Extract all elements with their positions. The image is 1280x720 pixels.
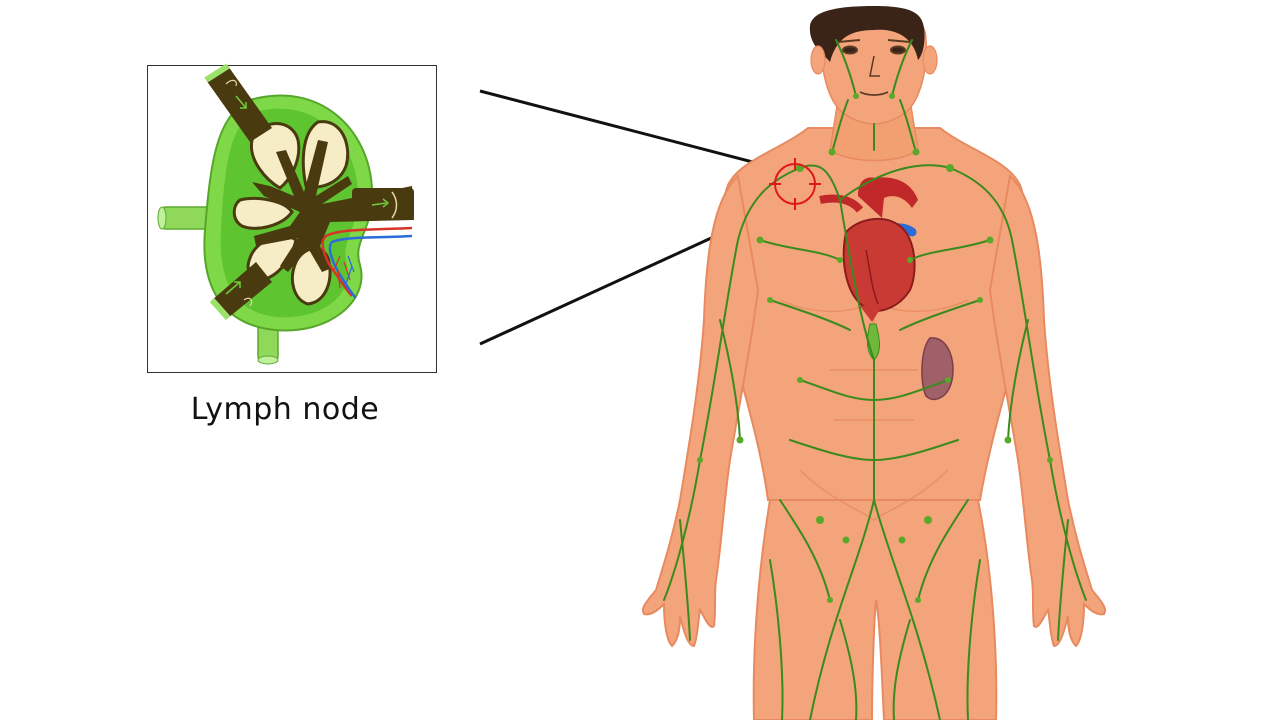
legs — [752, 499, 998, 720]
node-blood-vessels — [321, 226, 413, 299]
medulla — [252, 140, 414, 272]
lymphatic-network — [663, 39, 1087, 720]
lymph-node-label: Lymph node — [190, 392, 380, 427]
afferent-duct-bottom — [209, 262, 272, 320]
arm-right — [988, 174, 1106, 648]
ear-left — [810, 45, 826, 75]
afferent-vessel-left — [157, 206, 219, 230]
spleen — [921, 337, 954, 401]
efferent-vessel — [352, 188, 414, 220]
face-features — [837, 39, 911, 96]
lymph-node-dots — [697, 93, 1053, 603]
callout-line-upper — [479, 89, 769, 168]
ear-right — [922, 45, 938, 75]
crosshair-target-icon — [769, 158, 821, 210]
arm-left — [642, 174, 760, 648]
afferent-duct-top — [204, 63, 272, 142]
hair — [809, 6, 925, 62]
heart — [819, 177, 918, 322]
lymph-node-illustration — [157, 63, 414, 365]
